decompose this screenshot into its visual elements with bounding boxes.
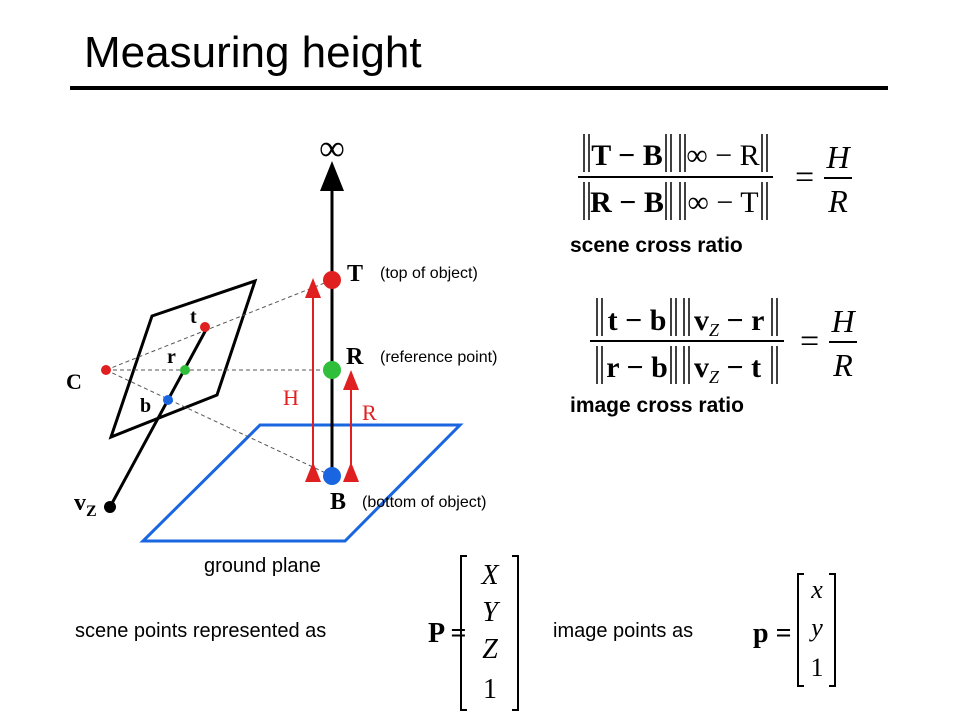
point-t (200, 322, 210, 332)
label-T-desc: (top of object) (380, 265, 478, 282)
label-B: B (330, 489, 346, 515)
image-num-right: vZ − r (694, 304, 764, 340)
ground-plane-label: ground plane (204, 555, 321, 577)
label-t: t (190, 306, 197, 328)
image-den-sub: Z (709, 367, 720, 387)
image-rhs-num: H (830, 303, 856, 339)
scene-vector-y: Y (482, 597, 501, 628)
scene-vector-x: X (480, 560, 499, 591)
slide-title: Measuring height (84, 28, 422, 77)
label-C: C (66, 369, 82, 394)
point-r (180, 365, 190, 375)
image-den-left: r − b (606, 351, 668, 384)
label-R: R (346, 344, 364, 370)
scene-vector-entries: X Y Z 1 (480, 560, 501, 705)
image-vertical-line (108, 325, 210, 508)
infinity-label: ∞ (319, 128, 345, 168)
label-b: b (140, 395, 151, 417)
scene-rhs-num: H (825, 139, 851, 175)
point-R (323, 361, 341, 379)
label-R-red: R (362, 400, 377, 425)
projection-lines (105, 279, 333, 477)
image-den-v: v (694, 351, 709, 384)
scene-num-right: ∞ − R (686, 139, 759, 172)
point-B (323, 467, 341, 485)
label-B-desc: (bottom of object) (362, 494, 487, 511)
scene-equals: = (795, 159, 814, 196)
label-H: H (283, 385, 299, 410)
image-vector-lhs: p = (753, 618, 792, 649)
ground-plane-shape (139, 423, 464, 543)
image-points-text: image points as (553, 620, 693, 642)
label-vz-main: v (74, 490, 86, 516)
scene-rhs-den: R (827, 183, 848, 219)
image-rhs-den: R (832, 347, 853, 383)
scene-num-left: T − B (591, 139, 663, 172)
image-equals: = (800, 323, 819, 360)
image-den-right: vZ − t (694, 351, 761, 387)
image-vector-brackets (797, 573, 836, 687)
image-vector-entries: x y 1 (808, 575, 823, 682)
image-cross-ratio-formula: t − b vZ − r r − b vZ − t = H R (590, 298, 857, 387)
scene-points-text: scene points represented as (75, 620, 326, 642)
scene-cross-ratio-caption: scene cross ratio (570, 234, 743, 257)
image-num-rest: − r (719, 304, 764, 337)
scene-den-right: ∞ − T (687, 186, 758, 219)
scene-vector-w: 1 (483, 674, 497, 705)
image-vector-y: y (808, 613, 823, 642)
point-vz (104, 501, 116, 513)
title-underline (70, 86, 888, 90)
image-den-rest: − t (719, 351, 761, 384)
point-b (163, 395, 173, 405)
point-T (323, 271, 341, 289)
point-C (101, 365, 111, 375)
scene-den-left: R − B (590, 186, 664, 219)
scene-vector-brackets (460, 555, 519, 711)
label-R-desc: (reference point) (380, 349, 497, 366)
image-vector-x: x (810, 575, 823, 604)
image-num-left: t − b (608, 304, 667, 337)
label-vz-sub: Z (86, 503, 97, 520)
image-num-v: v (694, 304, 709, 337)
label-T: T (347, 261, 363, 287)
label-r: r (167, 346, 176, 368)
image-vector-w: 1 (811, 653, 824, 682)
image-plane-shape (108, 278, 258, 440)
label-vz: vZ (74, 490, 97, 520)
image-cross-ratio-caption: image cross ratio (570, 394, 744, 417)
image-num-sub: Z (709, 320, 720, 340)
scene-cross-ratio-formula: T − B ∞ − R R − B ∞ − T = H R (578, 134, 852, 220)
scene-vector-z: Z (482, 634, 498, 665)
